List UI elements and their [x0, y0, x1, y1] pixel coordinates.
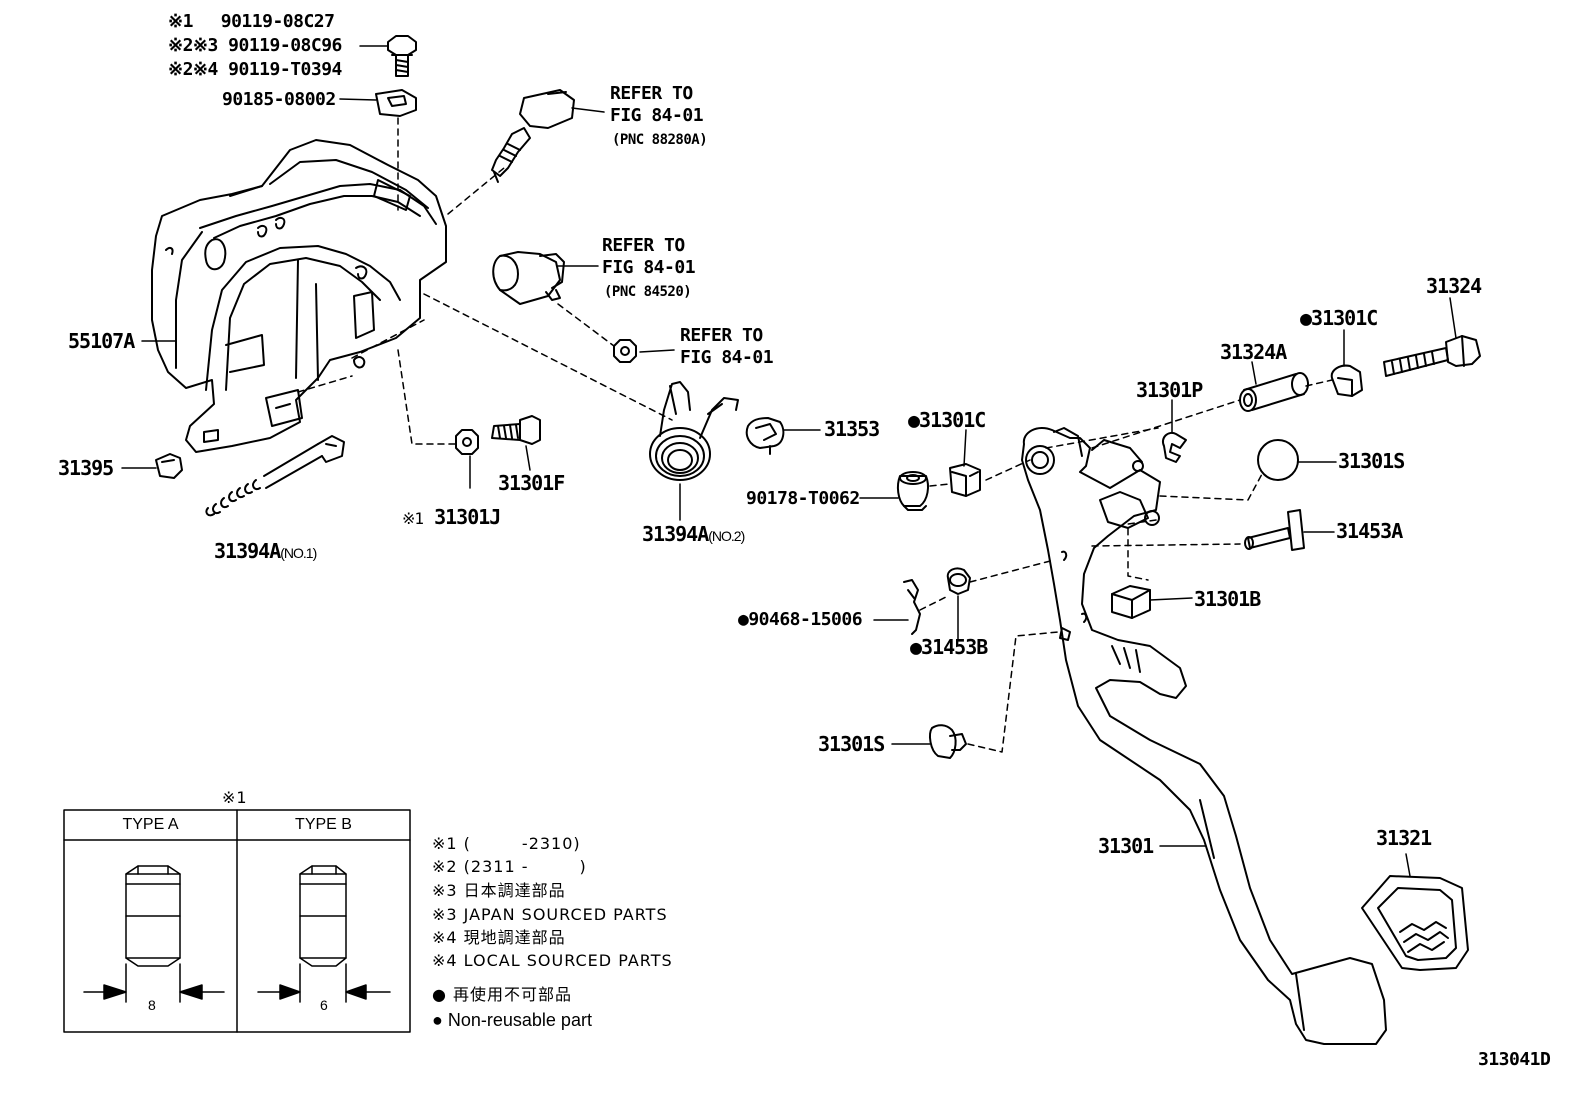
clip-31395-drawing — [155, 453, 183, 479]
switch-88280a-drawing — [491, 89, 575, 183]
type-b-dimension: 6 — [320, 997, 328, 1013]
callout-31301j-mark: ※1 — [402, 509, 424, 528]
callout-31394a-no2-num: 31394A — [642, 522, 709, 546]
callout-refer-2-pnc: (PNC 84520) — [604, 284, 692, 300]
callout-31324: 31324 — [1426, 274, 1482, 298]
pin-90468-drawing — [903, 579, 921, 635]
callout-31453b: ●31453B — [910, 635, 988, 659]
callout-31395: 31395 — [58, 456, 114, 480]
callout-clip-90185-08002: 90185-08002 — [222, 89, 336, 110]
note-4-en: ※4 LOCAL SOURCED PARTS — [432, 951, 673, 970]
callout-bolt-90119-08c96: ※2※3 90119-08C96 — [168, 35, 342, 56]
callout-90178-t0062: 90178-T0062 — [746, 488, 860, 509]
note-2: ※2 (2311 - ) — [432, 857, 587, 876]
spring-31394a-no1-drawing — [205, 435, 345, 517]
nut-refer-drawing — [613, 339, 637, 363]
callout-31353: 31353 — [824, 417, 880, 441]
bushing-31353-drawing — [745, 417, 785, 455]
legend-non-reusable-en: ● Non-reusable part — [432, 1010, 592, 1030]
bolt-31324-drawing — [1383, 335, 1481, 377]
stopper-31301s-a-drawing — [1257, 439, 1299, 481]
bolt-90119-drawing — [387, 35, 417, 77]
callout-31301p: 31301P — [1136, 378, 1203, 402]
callout-31394a-no1: 31394A(NO.1) — [214, 539, 317, 563]
callout-refer-2-line1: REFER TO — [602, 235, 685, 256]
sensor-84520-drawing — [492, 251, 565, 305]
cover-55107a-drawing — [151, 139, 447, 453]
callout-31301s-upper: 31301S — [1338, 449, 1405, 473]
bolt-31301f-drawing — [491, 415, 541, 445]
callout-31301b: 31301B — [1194, 587, 1261, 611]
callout-31301f: 31301F — [498, 471, 565, 495]
pin-31453a-drawing — [1244, 509, 1305, 551]
nut-31301j-drawing — [455, 429, 479, 455]
callout-55107a: 55107A — [68, 329, 135, 353]
callout-refer-1-line2: FIG 84-01 — [610, 105, 704, 126]
callout-31394a-no2-sub: (NO.2) — [708, 528, 745, 544]
assembly-dashed-lines — [297, 117, 1333, 753]
callout-31301: 31301 — [1098, 834, 1154, 858]
callout-31394a-no1-num: 31394A — [214, 539, 281, 563]
note-3-jp: ※3 日本調達部品 — [432, 881, 566, 900]
callout-refer-3-line1: REFER TO — [680, 325, 763, 346]
callout-bolt-90119-t0394: ※2※4 90119-T0394 — [168, 59, 342, 80]
legend-non-reusable-jp: ● 再使用不可部品 — [432, 985, 573, 1004]
callout-31301c-lower: ●31301C — [908, 408, 986, 432]
pedal-arm-31301-drawing — [1021, 426, 1387, 1045]
bushing-31301c-a-drawing — [949, 463, 981, 497]
collar-90178-drawing — [896, 471, 929, 511]
note-1: ※1 ( -2310) — [432, 834, 581, 853]
sleeve-31324a-drawing — [1239, 372, 1309, 412]
bushing-31453b-drawing — [946, 567, 971, 595]
figure-code: 313041D — [1478, 1049, 1551, 1070]
type-table-frame — [63, 809, 411, 1033]
callout-31324a: 31324A — [1220, 340, 1287, 364]
callout-refer-3-line2: FIG 84-01 — [680, 347, 774, 368]
cushion-31301b-drawing — [1111, 585, 1151, 619]
type-a-dimension: 8 — [148, 997, 156, 1013]
callout-31301c-upper: ●31301C — [1300, 306, 1378, 330]
type-table-mark: ※1 — [222, 788, 248, 807]
callout-31453a: 31453A — [1336, 519, 1403, 543]
callout-31301j-num: 31301J — [434, 505, 501, 529]
type-a-heading: TYPE A — [122, 816, 179, 833]
clip-31301p-drawing — [1162, 432, 1187, 463]
callout-31301s-lower: 31301S — [818, 732, 885, 756]
pedal-pad-31321-drawing — [1361, 875, 1469, 971]
note-4-jp: ※4 現地調達部品 — [432, 928, 566, 947]
callout-31321: 31321 — [1376, 826, 1432, 850]
callout-31394a-no1-sub: (NO.1) — [280, 545, 317, 561]
callout-refer-1-line1: REFER TO — [610, 83, 693, 104]
type-b-heading: TYPE B — [295, 816, 352, 833]
callout-leader-lines — [121, 45, 1457, 877]
callout-31394a-no2: 31394A(NO.2) — [642, 522, 745, 546]
clip-90185-drawing — [375, 89, 417, 117]
spring-31394a-no2-drawing — [649, 381, 739, 481]
bushing-31301c-b-drawing — [1330, 364, 1363, 397]
callout-refer-2-line2: FIG 84-01 — [602, 257, 696, 278]
callout-31301j: ※1 31301J — [402, 505, 501, 529]
nut-type-a-drawing — [83, 865, 225, 1003]
note-3-en: ※3 JAPAN SOURCED PARTS — [432, 905, 668, 924]
callout-90468-15006: ●90468-15006 — [738, 609, 863, 630]
callout-refer-1-pnc: (PNC 88280A) — [612, 132, 708, 148]
nut-type-b-drawing — [257, 865, 391, 1003]
stopper-31301s-b-drawing — [929, 724, 967, 759]
callout-bolt-90119-08c27: ※1 90119-08C27 — [168, 11, 335, 32]
